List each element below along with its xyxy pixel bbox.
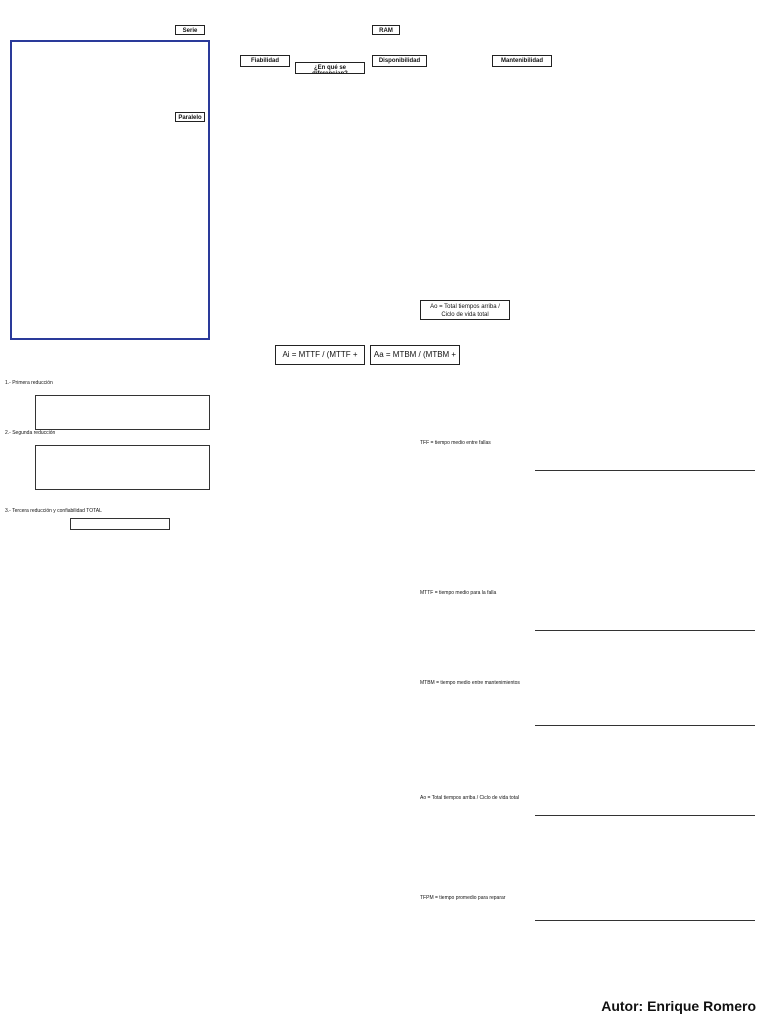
chart-3-label: MTBM = tiempo medio entre mantenimientos bbox=[420, 680, 520, 686]
reduction-diagram-1 bbox=[35, 395, 210, 430]
author-label: Autor: Enrique Romero bbox=[601, 998, 756, 1014]
node-ram: RAM bbox=[372, 25, 400, 35]
chart-2-label: MTTF = tiempo medio para la falla bbox=[420, 590, 497, 596]
node-paralelo: Paralelo bbox=[175, 112, 205, 122]
chart-5-label: TFPM = tiempo promedio para reparar bbox=[420, 895, 506, 901]
chart-5 bbox=[535, 880, 755, 921]
node-serie: Serie bbox=[175, 25, 205, 35]
reduction-3: 3.- Tercera reducción y confiabilidad TO… bbox=[5, 508, 102, 514]
reduction-2: 2.- Segunda reducción bbox=[5, 430, 56, 436]
node-diferencias: ¿En qué se diferencian? bbox=[295, 62, 365, 74]
reduction-1: 1.- Primera reducción bbox=[5, 380, 53, 386]
chart-4 bbox=[535, 760, 755, 816]
chart-3 bbox=[535, 660, 755, 726]
formula-ai: Ai = MTTF / (MTTF + MTTR) bbox=[275, 345, 365, 365]
reduction-diagram-3 bbox=[70, 518, 170, 530]
node-mantenibilidad: Mantenibilidad bbox=[492, 55, 552, 67]
formula-aa: Aa = MTBM / (MTBM + M̄) bbox=[370, 345, 460, 365]
chart-2 bbox=[535, 570, 755, 631]
chart-1-label: TFF = tiempo medio entre fallas bbox=[420, 440, 491, 446]
formula-ao: Ao = Total tiempos arriba / Ciclo de vid… bbox=[420, 300, 510, 320]
chart-4-label: Ao = Total tiempos arriba / Ciclo de vid… bbox=[420, 795, 519, 801]
chart-1 bbox=[535, 415, 755, 471]
node-disponibilidad: Disponibilidad bbox=[372, 55, 427, 67]
node-fiabilidad: Fiabilidad bbox=[240, 55, 290, 67]
left-outline bbox=[10, 40, 210, 340]
reduction-diagram-2 bbox=[35, 445, 210, 490]
